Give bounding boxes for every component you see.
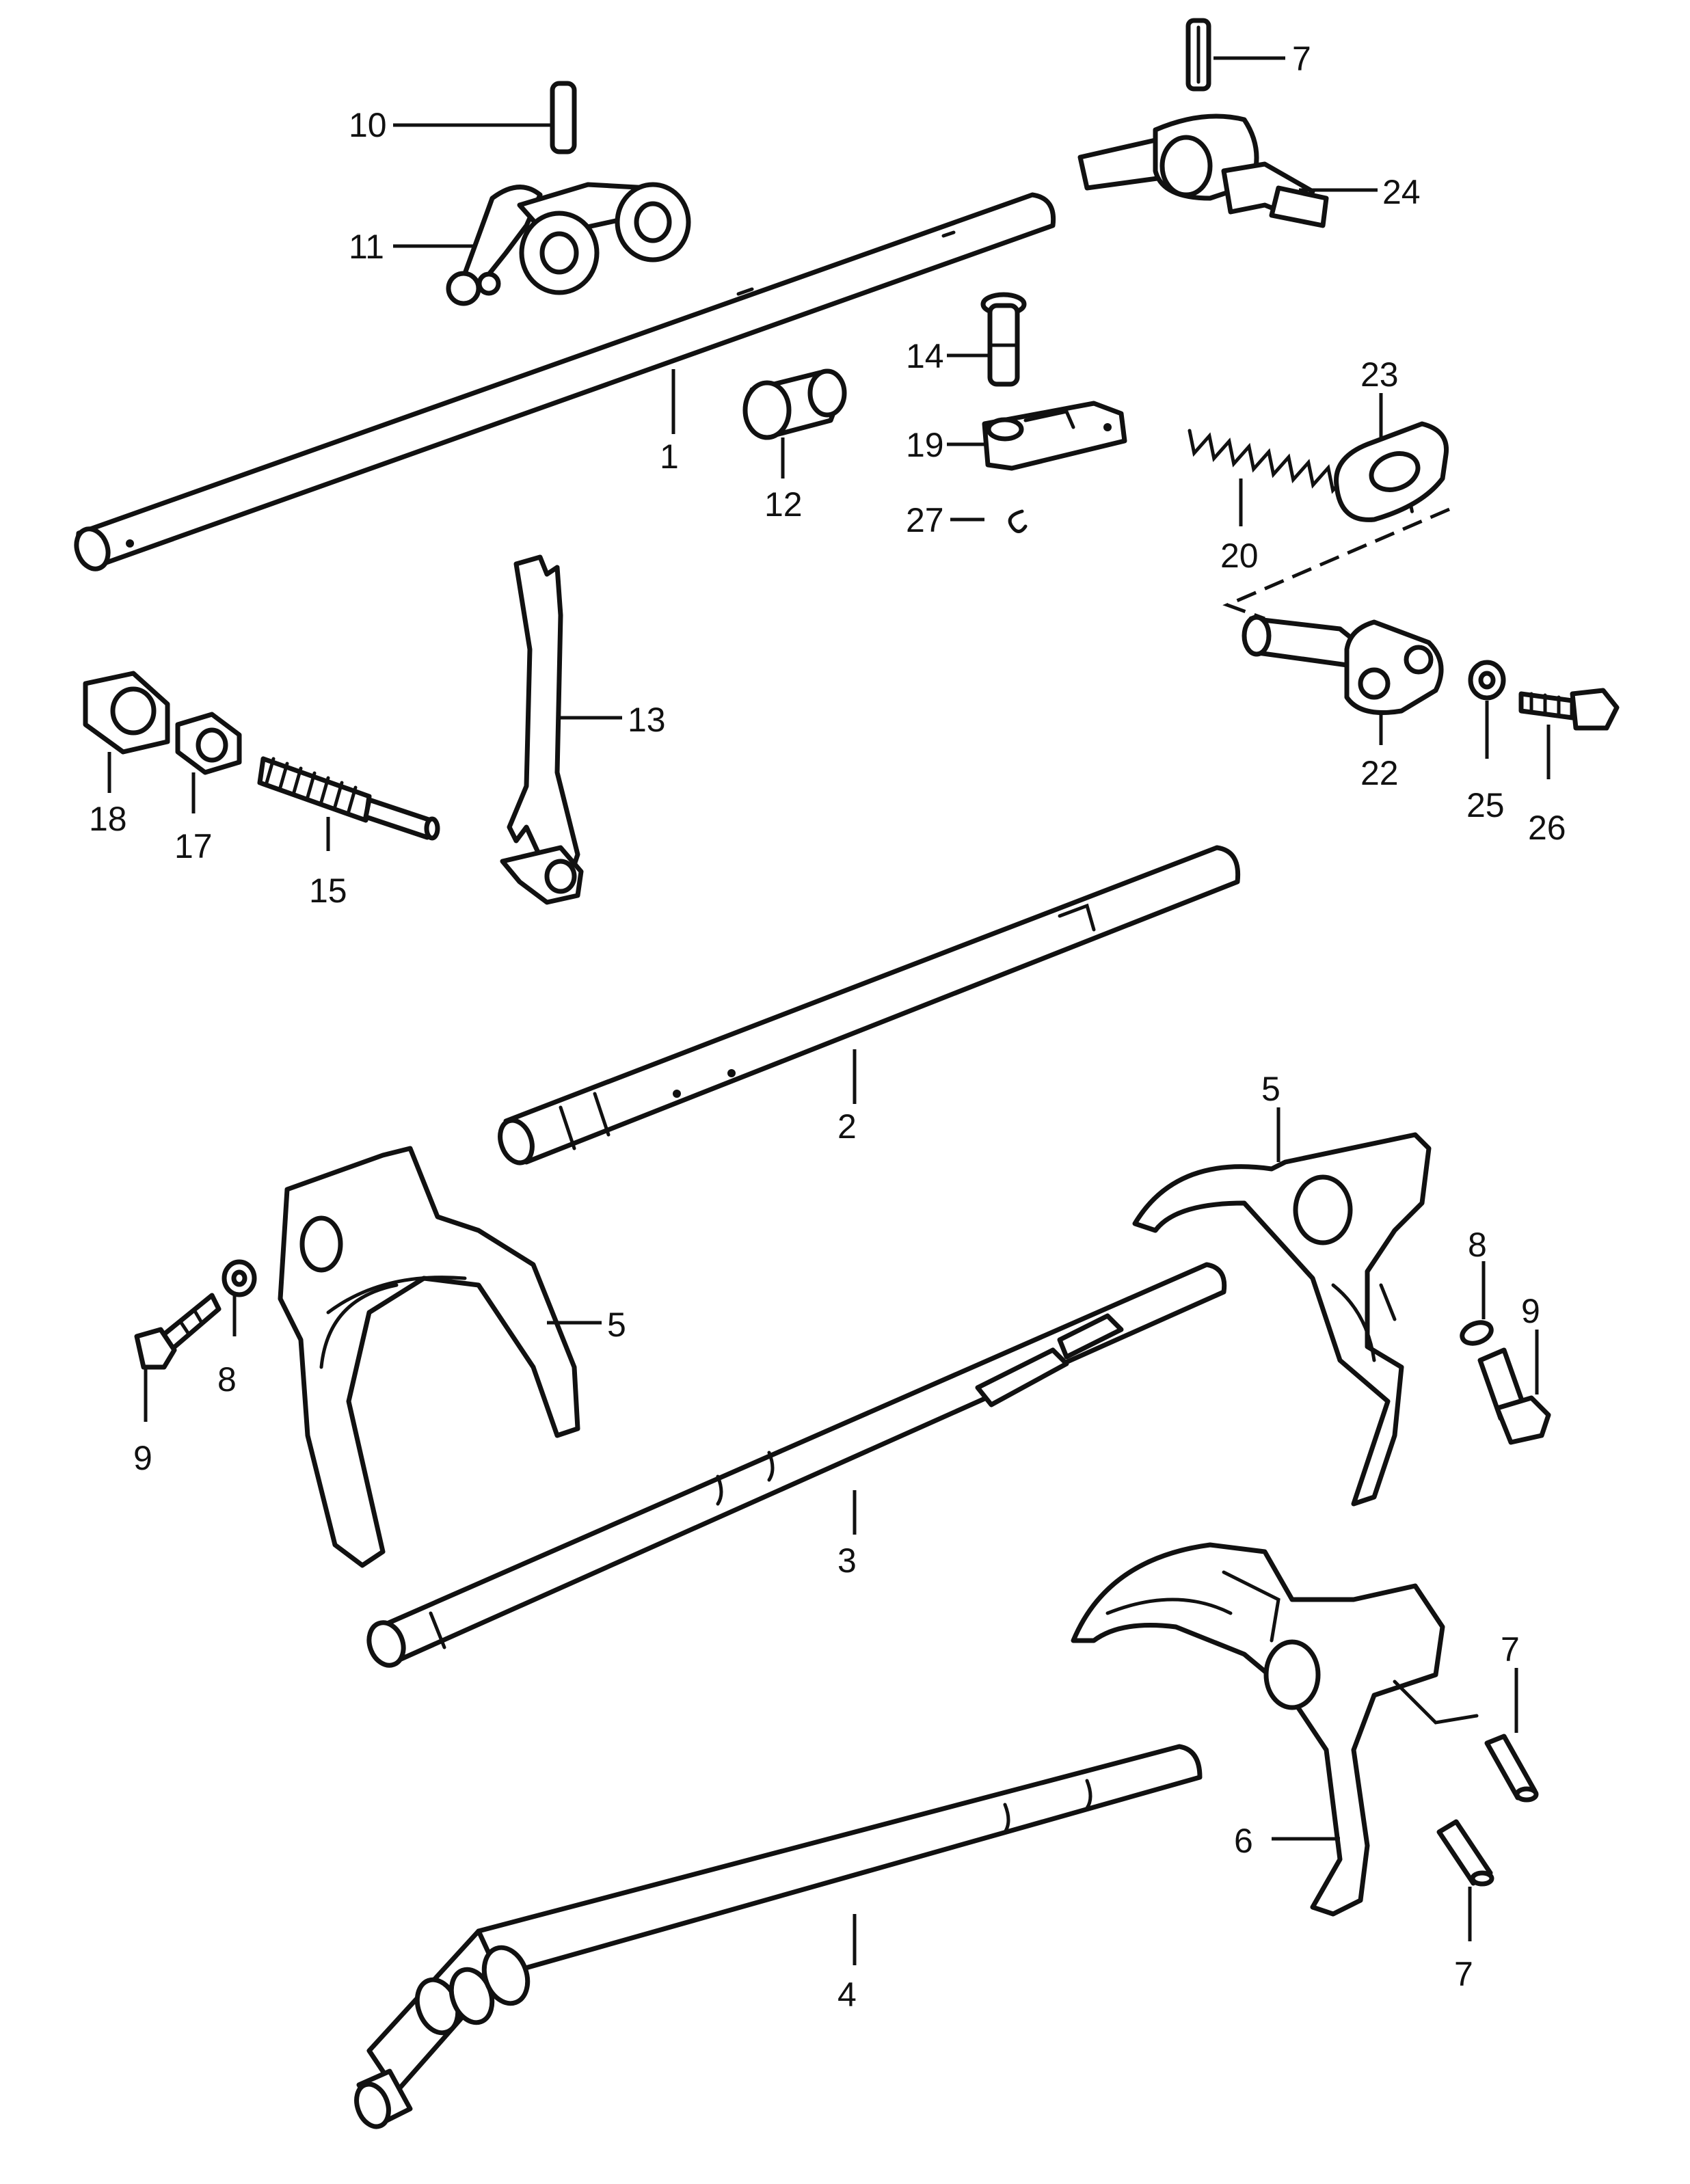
washer-8-left [222,1259,257,1297]
shift-rod-1 [74,192,1056,571]
shift-rod-3 [366,1262,1227,1668]
callout-5-right: 5 [1261,1070,1280,1108]
callout-20: 20 [1220,537,1259,575]
callout-9-right: 9 [1521,1292,1540,1330]
callout-19: 19 [906,426,944,464]
shift-fork-5-right [1132,1132,1432,1507]
bolt-26 [1518,688,1620,731]
callout-23: 23 [1360,355,1399,394]
callout-3: 3 [837,1541,857,1580]
shift-lever-11 [446,182,691,306]
washer-8-right [1460,1320,1494,1346]
callout-13: 13 [628,701,666,739]
callout-9-left: 9 [133,1439,152,1477]
plunger-housing-22 [1242,615,1444,715]
callout-4: 4 [837,1976,857,2014]
callout-8-left: 8 [217,1360,237,1399]
callout-26: 26 [1528,809,1566,847]
pin-10 [550,81,577,154]
circlip-27 [1008,509,1028,533]
shift-fork-6 [1071,1542,1479,1917]
callout-14: 14 [906,337,944,375]
callout-12: 12 [764,485,803,524]
roll-pin-7-top [1185,18,1211,92]
alignment-line [1222,507,1450,621]
gasket-23 [1334,421,1449,522]
nut-17 [175,712,242,775]
bolt-14 [980,292,1027,387]
callout-15: 15 [309,872,347,910]
callout-10: 10 [349,106,387,144]
shift-fork-5-left [278,1146,580,1568]
callout-8-right: 8 [1468,1226,1487,1264]
selector-24 [1077,113,1329,228]
shift-rod-2 [498,845,1241,1165]
callout-7-right-lower: 7 [1454,1955,1473,1993]
callout-22: 22 [1360,754,1399,792]
callout-2: 2 [837,1107,857,1146]
shift-rod-4 [354,1744,1203,2129]
nut-18 [83,671,170,755]
callout-7-top: 7 [1292,40,1311,78]
callout-25: 25 [1466,786,1505,824]
pin-7-right-lower [1436,1819,1494,1887]
callout-1: 1 [660,437,679,476]
callout-27: 27 [906,501,944,539]
bushing-12 [742,368,847,440]
callout-6: 6 [1234,1822,1253,1860]
threaded-stud-15 [257,756,440,841]
callout-5-left: 5 [607,1306,626,1344]
callout-11: 11 [349,228,384,266]
callout-18: 18 [89,800,127,838]
pin-7-right-upper [1484,1734,1539,1803]
callout-17: 17 [174,827,213,865]
callout-24: 24 [1382,173,1421,211]
washer-25 [1468,660,1506,701]
bolt-9-left [134,1293,222,1370]
lever-13 [500,554,584,905]
callout-7-right-upper: 7 [1501,1630,1520,1669]
bolt-9-right [1477,1347,1551,1445]
guide-19 [982,401,1127,471]
